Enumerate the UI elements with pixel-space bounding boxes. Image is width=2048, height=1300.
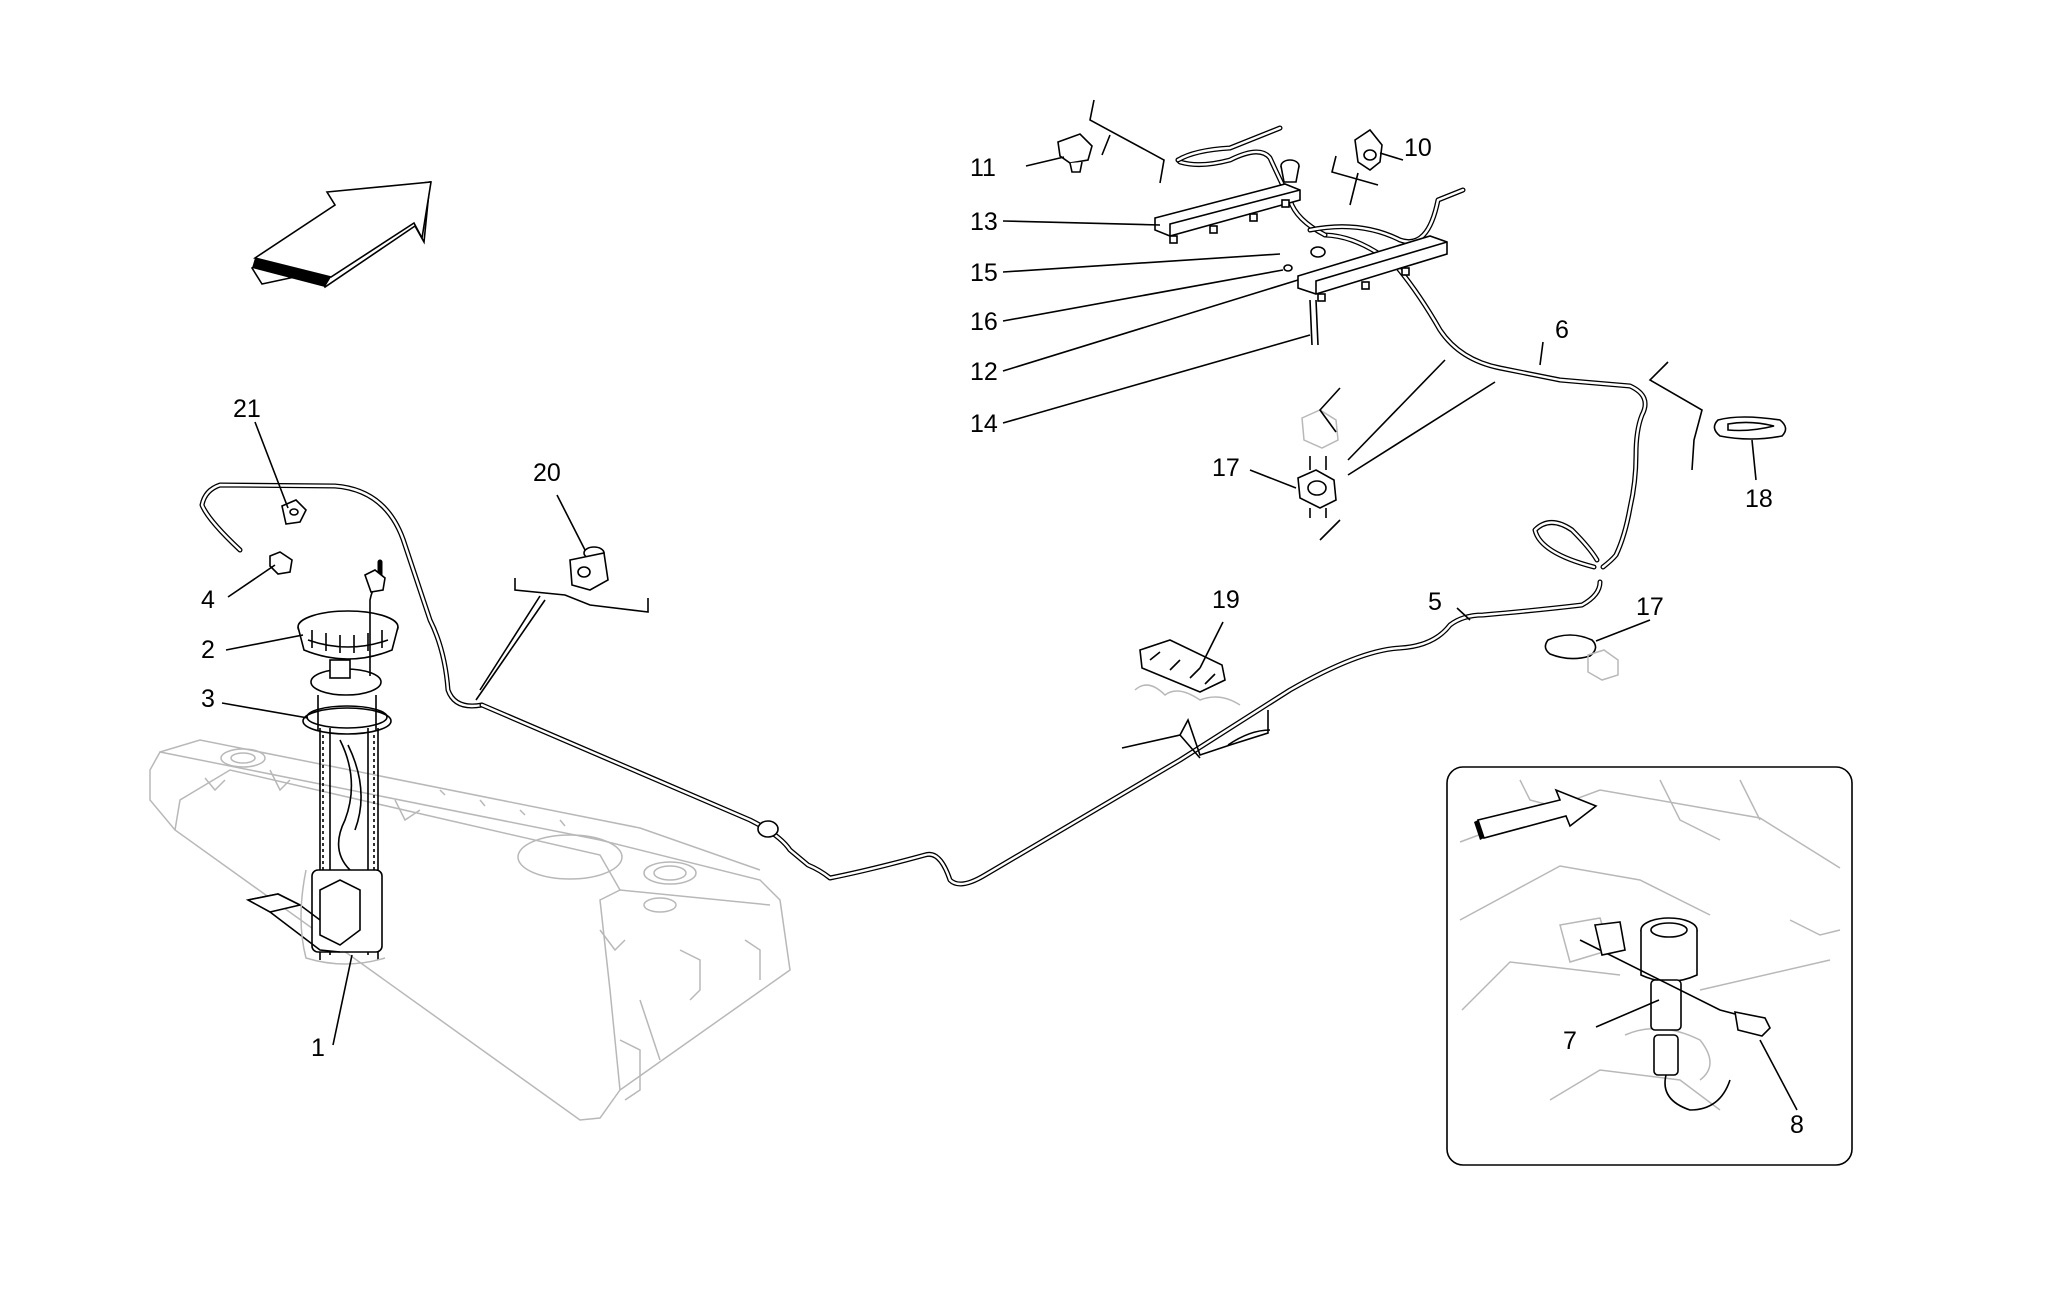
connector-4: [269, 551, 386, 593]
callout-17a: 17: [1212, 454, 1240, 482]
callout-8: 8: [1790, 1111, 1804, 1139]
callout-7: 7: [1563, 1027, 1577, 1055]
inset-detail-box: [1446, 766, 1853, 1166]
fuel-lines: [199, 125, 1648, 887]
callout-11: 11: [970, 154, 996, 182]
callout-4: 4: [201, 586, 215, 614]
fuel-rail-upper: [1154, 159, 1301, 244]
callout-12: 12: [970, 358, 998, 386]
leader-lines: [221, 152, 1798, 1111]
fuel-tank-ghost: [149, 739, 791, 1121]
callout-17b: 17: [1636, 593, 1664, 621]
fuel-pump-module: [245, 584, 399, 965]
callout-labels: 1 2 3 4 5 6 7 8 10 11 12 13 14 15 16 17 …: [201, 134, 1804, 1139]
callout-2: 2: [201, 636, 215, 664]
callout-13: 13: [970, 208, 998, 236]
callout-20: 20: [533, 459, 561, 487]
cut-marks: [475, 99, 1703, 759]
fuel-rail-lower: [1283, 235, 1448, 346]
part-18-grommet: [1713, 416, 1787, 440]
callout-5: 5: [1428, 588, 1442, 616]
callout-16: 16: [970, 308, 998, 336]
callout-15: 15: [970, 259, 998, 287]
callout-1: 1: [311, 1034, 325, 1062]
part-17-retainer-upper: [1297, 409, 1339, 518]
callout-3: 3: [201, 685, 215, 713]
callout-14: 14: [970, 410, 998, 438]
part-11-clip: [1057, 133, 1093, 173]
callout-19: 19: [1212, 586, 1240, 614]
part-19-clip: [1134, 639, 1241, 706]
part-20-clip: [569, 546, 609, 591]
part-17-retainer-lower: [1544, 634, 1619, 681]
callout-18: 18: [1745, 485, 1773, 513]
callout-10: 10: [1404, 134, 1432, 162]
callout-6: 6: [1555, 316, 1569, 344]
callout-21: 21: [233, 395, 261, 423]
direction-arrow-icon: [250, 181, 432, 289]
part-10-clip: [1354, 128, 1383, 171]
